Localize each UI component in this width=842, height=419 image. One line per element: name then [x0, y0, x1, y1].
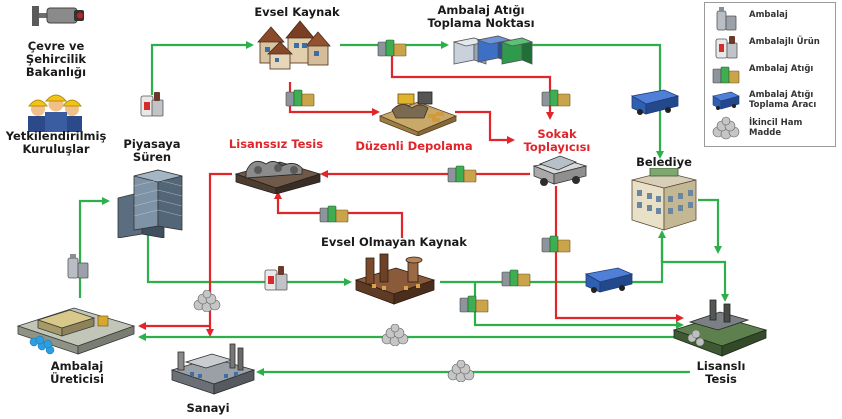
- label-lisanssiz-tesis: Lisanssız Tesis: [228, 137, 324, 151]
- legend-item-ambalaj-atigi: Ambalaj Atığı: [711, 61, 833, 87]
- ambalaj-atigi-icon: [712, 66, 740, 84]
- ikincil-ham-madde-icon: [381, 324, 409, 346]
- landfill-icon: [378, 91, 458, 136]
- arrow-piyasa-to-evsel: [150, 41, 254, 95]
- arrow-sokak-to-lisansli: [554, 186, 684, 322]
- label-evsel-kaynak: Evsel Kaynak: [254, 5, 340, 19]
- ambalaj-atigi-icon: [377, 39, 407, 57]
- ikincil-ham-madde-icon: [712, 116, 740, 140]
- legend-item-ambalajli-urun: Ambalajlı Ürün: [711, 34, 833, 60]
- arrow-belediye-to-lisansli-a: [698, 198, 722, 254]
- workers-icon: [27, 94, 83, 132]
- ambalajli-urun-icon: [140, 92, 164, 117]
- arrow-depolama-to-sokak: [455, 110, 515, 144]
- industry-plant-icon: [170, 343, 256, 395]
- ikincil-ham-madde-icon: [447, 360, 475, 382]
- ikincil-ham-madde-icon: [193, 290, 221, 312]
- licensed-facility-icon: [672, 299, 768, 357]
- ambalaj-atigi-icon: [285, 89, 315, 107]
- toplama-araci-icon: [712, 91, 740, 110]
- arrow-uretici-to-piyasa: [78, 197, 110, 298]
- ambalaj-atigi-icon: [459, 295, 489, 313]
- arrow-belediye-to-lisansli-b: [660, 232, 729, 302]
- ambalaj-atigi-icon: [541, 235, 571, 253]
- label-sanayi: Sanayi: [186, 401, 230, 415]
- ambalajli-urun-icon: [715, 36, 738, 59]
- arrow-toplama-to-belediye: [530, 43, 664, 159]
- ambalaj-atigi-icon: [501, 269, 531, 287]
- label-duzenli-depolama: Düzenli Depolama: [355, 139, 473, 153]
- toplama-araci-icon: [630, 89, 680, 115]
- label-evsel-olmayan-kaynak: Evsel Olmayan Kaynak: [321, 235, 467, 249]
- municipality-building-icon: [631, 168, 697, 231]
- toplama-araci-icon: [584, 267, 634, 293]
- ambalaj-atigi-icon: [319, 205, 349, 223]
- surveillance-camera-icon: [32, 6, 84, 26]
- ambalaj-icon: [716, 7, 737, 31]
- label-belediye: Belediye: [636, 155, 692, 169]
- houses-icon: [257, 20, 331, 70]
- unlicensed-facility-icon: [234, 160, 322, 194]
- ambalaj-atigi-icon: [447, 165, 477, 183]
- legend: Ambalaj Ambalajlı Ürün Ambalaj Atığı Amb…: [704, 2, 836, 147]
- factory-icon: [354, 253, 436, 305]
- street-collector-cart-icon: [532, 155, 588, 186]
- ambalaj-atigi-icon: [541, 89, 571, 107]
- collection-bins-icon: [452, 35, 534, 65]
- ambalajli-urun-icon: [264, 266, 288, 291]
- packaging-producer-facility-icon: [16, 307, 136, 355]
- ambalaj-icon: [67, 254, 89, 279]
- arrow-lisanssiz-to-sanayi: [206, 172, 232, 337]
- office-tower-icon: [117, 169, 183, 238]
- legend-item-ambalaj: Ambalaj: [711, 7, 833, 33]
